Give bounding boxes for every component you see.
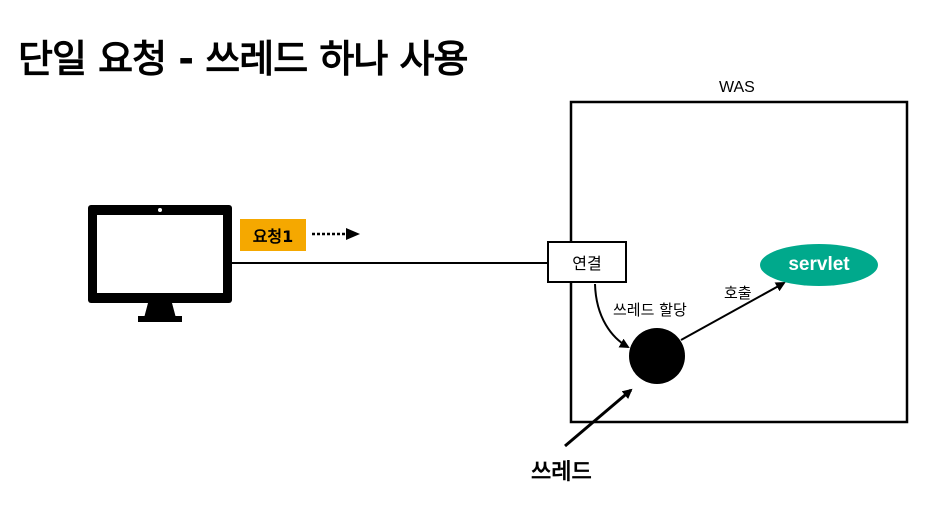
call-arrow [680, 282, 786, 341]
connection-box: 연결 [547, 241, 627, 283]
thread-assign-arrow [594, 283, 630, 348]
thread-circle [629, 328, 685, 384]
thread-label: 쓰레드 [531, 460, 592, 485]
call-label: 호출 [724, 284, 752, 302]
thread-pointer-arrow [564, 388, 633, 448]
thread-assign-label: 쓰레드 할당 [613, 301, 687, 319]
servlet-node: servlet [760, 244, 878, 286]
request-arrow [312, 228, 360, 240]
request-badge: 요청1 [240, 219, 306, 251]
monitor-icon [88, 205, 232, 322]
was-label: WAS [719, 79, 755, 96]
page-title: 단일 요청 - 쓰레드 하나 사용 [18, 37, 468, 81]
